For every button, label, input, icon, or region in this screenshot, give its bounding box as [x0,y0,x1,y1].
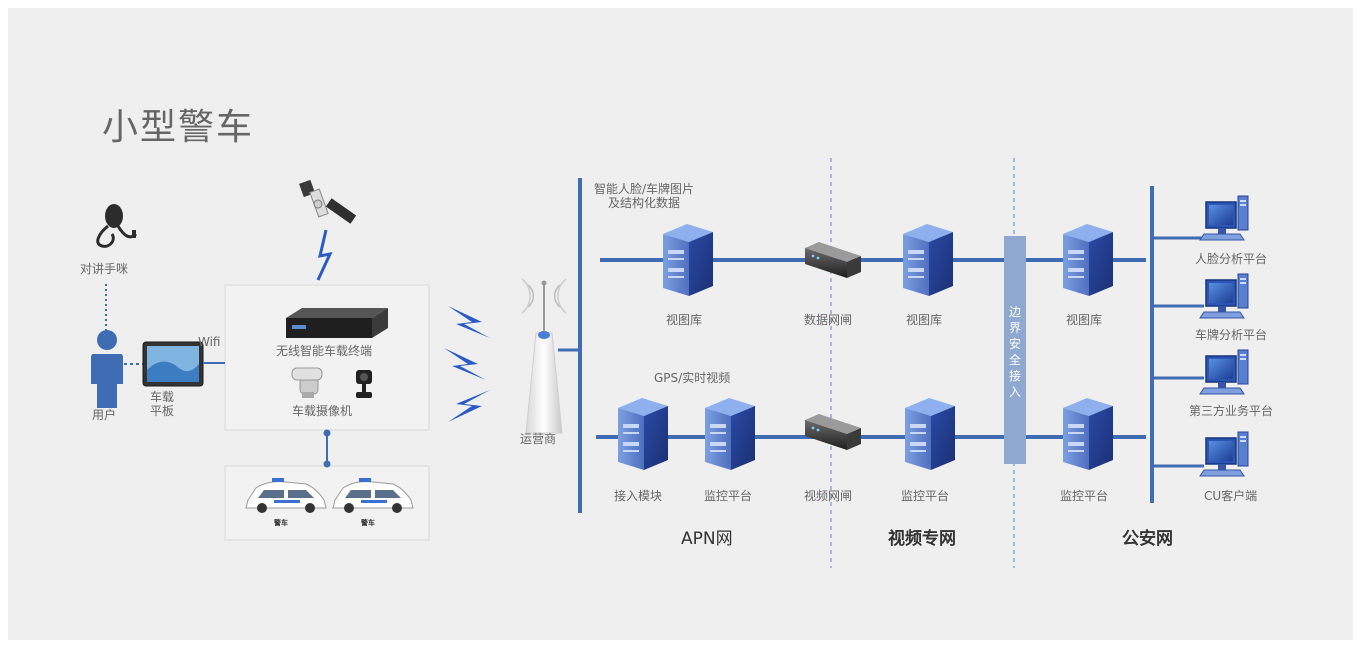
apn-top-note: 智能人脸/车牌图片 及结构化数据 [594,182,695,210]
face-analysis-label: 人脸分析平台 [1195,252,1268,266]
user-label: 用户 [92,408,117,422]
person-icon [91,330,123,408]
gatekeeper-icon [805,242,861,278]
access-module-label: 接入模块 [614,489,663,503]
network-diagram [91,158,1249,568]
diagram-canvas: 小型警车 [8,8,1353,640]
security-net-monitor-label: 监控平台 [1060,489,1109,503]
zone-public-security: 公安网 [1122,529,1173,549]
server-icon [903,224,953,296]
video-net-view-library-label: 视图库 [906,313,943,327]
server-icon [618,398,668,470]
security-net-view-library-label: 视图库 [1066,313,1103,327]
lightning-icon [448,390,490,422]
zone-apn: APN网 [681,529,733,549]
tower-icon [521,278,567,434]
video-net-monitor-label: 监控平台 [901,489,950,503]
police-car-plate: 警车 [361,519,375,527]
wifi-label: Wifi [198,335,221,349]
camera-icon [291,367,323,398]
boundary-bar [1004,236,1026,464]
satellite-icon [299,179,357,224]
vehicle-terminal-icon [286,308,388,338]
plate-analysis-label: 车牌分析平台 [1195,328,1268,342]
computer-icon [1199,195,1249,241]
camera-icon [356,370,372,398]
video-gatekeeper-label: 视频网闸 [804,489,853,503]
computer-icon [1199,273,1249,319]
boundary-label: 边界安全接入 [1009,305,1022,399]
server-icon [905,398,955,470]
apn-monitor-label: 监控平台 [704,489,753,503]
satellite-link-icon [316,229,333,281]
apn-view-library-label: 视图库 [666,313,703,327]
camera-label: 车载摄像机 [292,404,353,418]
tablet-label: 车载 平板 [150,390,175,418]
third-party-label: 第三方业务平台 [1189,404,1274,418]
operator-label: 运营商 [520,432,557,446]
computer-icon [1199,431,1249,477]
tablet-icon [142,341,204,387]
server-icon [705,398,755,470]
police-car-icon [245,478,327,513]
computer-icon [1199,349,1249,395]
police-car-icon [332,478,414,513]
lightning-icon [448,306,490,338]
server-icon [1063,398,1113,470]
page-title: 小型警车 [102,107,255,148]
server-icon [1063,224,1113,296]
cu-client-label: CU客户端 [1204,489,1258,503]
handset-label: 对讲手咪 [80,262,129,276]
gatekeeper-icon [805,414,861,450]
zone-video-private: 视频专网 [888,529,956,549]
apn-video-note: GPS/实时视频 [654,371,731,385]
microphone-icon [96,204,138,248]
police-car-plate: 警车 [274,519,288,527]
terminal-label: 无线智能车载终端 [276,344,373,358]
lightning-icon [444,348,486,380]
server-icon [663,224,713,296]
data-gatekeeper-label: 数据网闸 [804,313,853,327]
